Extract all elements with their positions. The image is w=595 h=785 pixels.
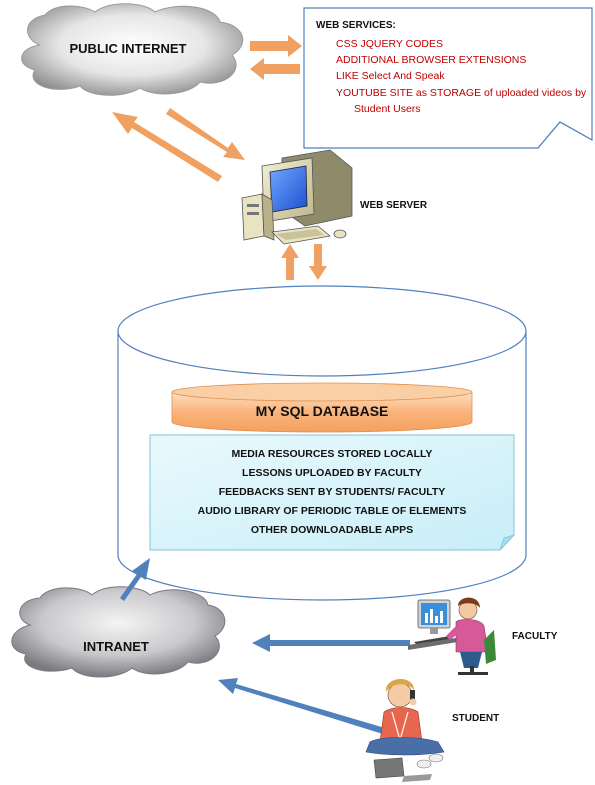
arrow-up [281, 244, 299, 280]
web-service-item: YOUTUBE SITE as STORAGE of uploaded vide… [336, 87, 587, 99]
intranet-label: INTRANET [83, 639, 149, 654]
database-title: MY SQL DATABASE [256, 403, 389, 419]
arrow-intranet-to-database [120, 558, 150, 601]
database-item: FEEDBACKS SENT BY STUDENTS/ FACULTY [219, 486, 446, 498]
web-service-item: LIKE Select And Speak [336, 70, 445, 82]
computer-icon [241, 149, 353, 245]
arrow-faculty-to-intranet [252, 634, 410, 652]
database-item: MEDIA RESOURCES STORED LOCALLY [232, 448, 433, 460]
student-label: STUDENT [452, 713, 499, 724]
database-item: AUDIO LIBRARY OF PERIODIC TABLE OF ELEME… [198, 505, 467, 517]
server-database-arrows [281, 244, 327, 280]
database-contents-note: MEDIA RESOURCES STORED LOCALLY LESSONS U… [149, 434, 516, 551]
arrow-up-left [112, 112, 222, 182]
internet-server-arrows [112, 108, 245, 182]
intranet-arrows [120, 558, 410, 734]
arrow-left [250, 58, 300, 80]
student-figure [365, 678, 445, 782]
public-internet-label: PUBLIC INTERNET [70, 41, 187, 56]
web-service-item: Student Users [354, 103, 421, 115]
web-services-note: WEB SERVICES: CSS JQUERY CODES ADDITIONA… [303, 7, 593, 149]
web-service-item: ADDITIONAL BROWSER EXTENSIONS [336, 54, 526, 66]
public-internet-cloud: PUBLIC INTERNET [21, 3, 244, 96]
intranet-cloud: INTRANET [11, 586, 226, 678]
web-services-title: WEB SERVICES: [316, 20, 396, 31]
database-item: LESSONS UPLOADED BY FACULTY [242, 467, 422, 479]
web-service-item: CSS JQUERY CODES [336, 38, 443, 50]
database-item: OTHER DOWNLOADABLE APPS [251, 524, 413, 536]
arrow-student-to-intranet [218, 678, 385, 734]
database-title-bar: MY SQL DATABASE [171, 382, 473, 433]
arrow-down [309, 244, 327, 280]
arrow-right [250, 35, 302, 57]
web-server-label: WEB SERVER [360, 200, 428, 211]
arrow-down-right [166, 108, 245, 160]
faculty-figure [408, 597, 496, 675]
faculty-label: FACULTY [512, 631, 558, 642]
internet-services-arrows [250, 35, 302, 80]
